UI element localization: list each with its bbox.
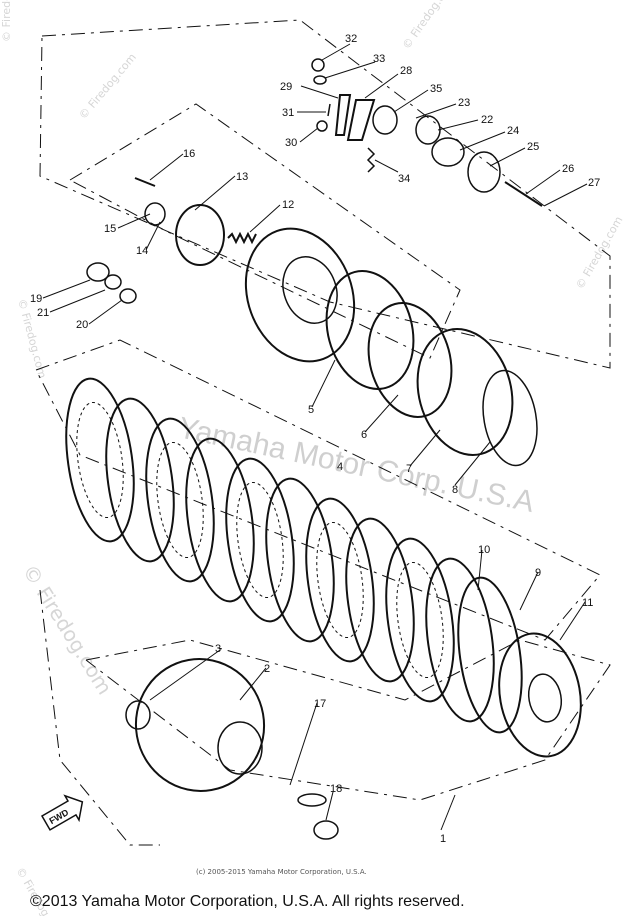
part-number-23: 23 [458, 97, 470, 109]
part-number-20: 20 [76, 319, 88, 331]
part-number-11: 11 [582, 597, 593, 609]
part-number-1: 1 [440, 833, 446, 845]
part-number-34: 34 [398, 173, 410, 185]
part-number-4: 4 [337, 461, 343, 473]
part-number-5: 5 [308, 404, 314, 416]
part-number-14: 14 [136, 245, 148, 257]
part-number-28: 28 [400, 65, 412, 77]
leader-lines [42, 43, 588, 831]
watermark-top-left: © Firedog.com [0, 0, 13, 42]
part-number-12: 12 [282, 199, 294, 211]
part-number-19: 19 [30, 293, 42, 305]
part-number-9: 9 [535, 567, 541, 579]
part-number-callouts: 32 33 28 29 31 30 35 23 22 24 25 26 27 3… [30, 33, 600, 845]
part-number-31: 31 [282, 107, 294, 119]
clutch-housing [125, 658, 339, 840]
part-number-6: 6 [361, 429, 367, 441]
part-number-30: 30 [285, 137, 297, 149]
part-number-2: 2 [264, 663, 270, 675]
clutch-boss [244, 227, 538, 467]
part-number-25: 25 [527, 141, 539, 153]
pressure-plate [498, 632, 582, 758]
part-number-15: 15 [104, 223, 116, 235]
watermark-side: © Firedog.com [18, 560, 117, 699]
part-number-18: 18 [330, 783, 342, 795]
part-number-21: 21 [37, 307, 49, 319]
part-number-26: 26 [562, 163, 574, 175]
part-number-29: 29 [280, 81, 292, 93]
part-number-24: 24 [507, 125, 519, 137]
part-number-17: 17 [314, 698, 326, 710]
forward-arrow-icon [40, 794, 84, 831]
part-number-22: 22 [481, 114, 493, 126]
part-number-33: 33 [373, 53, 385, 65]
adjuster-assembly [311, 58, 543, 207]
footer-copyright: ©2013 Yamaha Motor Corporation, U.S.A. A… [30, 893, 465, 910]
part-number-35: 35 [430, 83, 442, 95]
group-outlines [35, 19, 611, 846]
small-copyright: (c) 2005-2015 Yamaha Motor Corporation, … [196, 868, 367, 876]
release-assembly [86, 177, 257, 304]
part-number-7: 7 [406, 463, 412, 475]
part-number-13: 13 [236, 171, 248, 183]
part-number-27: 27 [588, 177, 600, 189]
watermark-top-right: © Firedog.com [400, 0, 458, 52]
watermark-mid-right: © Firedog.com [573, 214, 625, 291]
part-number-32: 32 [345, 33, 357, 45]
part-number-3: 3 [215, 643, 221, 655]
watermark-upper-left: © Firedog.com [76, 51, 139, 122]
watermark-center: Yamaha Motor Corp. U.S.A [175, 411, 537, 519]
part-number-10: 10 [478, 544, 490, 556]
part-number-16: 16 [183, 148, 195, 160]
forward-marker: FWD [40, 794, 84, 831]
clutch-plate-stack [65, 377, 523, 734]
part-number-8: 8 [452, 484, 458, 496]
